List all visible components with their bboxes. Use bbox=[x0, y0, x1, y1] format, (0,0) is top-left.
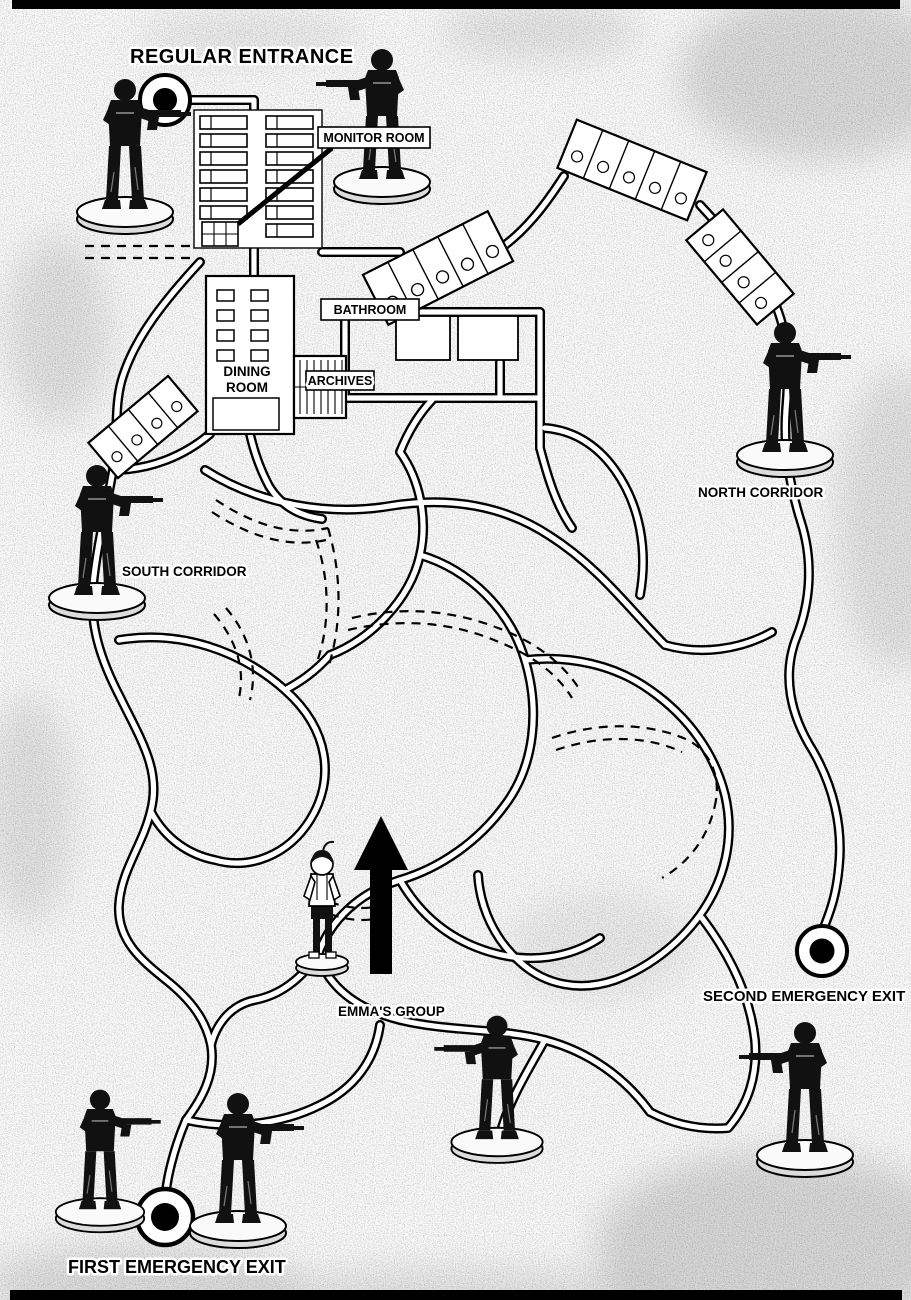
south-corridor-label: SOUTH CORRIDOR bbox=[122, 564, 247, 579]
dining-room bbox=[204, 274, 296, 436]
dining-room-label: DINING ROOM bbox=[221, 362, 273, 398]
south-dorm-block bbox=[86, 374, 200, 480]
svg-text:BATHROOM: BATHROOM bbox=[334, 303, 407, 317]
north-dorm-block-1 bbox=[555, 118, 709, 222]
page-border-top bbox=[12, 0, 900, 9]
north-dorm-block-2 bbox=[684, 207, 796, 327]
page-border-bottom bbox=[10, 1290, 902, 1300]
svg-text:ARCHIVES: ARCHIVES bbox=[308, 374, 373, 388]
svg-text:ROOM: ROOM bbox=[226, 380, 268, 395]
second-emergency-exit-marker bbox=[795, 924, 849, 978]
monitor-room-pointer-line bbox=[236, 146, 334, 226]
regular-entrance-label: REGULAR ENTRANCE bbox=[130, 46, 354, 68]
north-corridor-label: NORTH CORRIDOR bbox=[698, 485, 823, 500]
second-emergency-exit-label: SECOND EMERGENCY EXIT bbox=[703, 988, 905, 1005]
first-emergency-exit-label: FIRST EMERGENCY EXIT bbox=[68, 1257, 286, 1277]
central-rooms bbox=[395, 315, 519, 361]
emmas-group-label: EMMA'S GROUP bbox=[338, 1004, 445, 1019]
dashed-passages bbox=[85, 244, 718, 922]
monitor-room-label: MONITOR ROOM bbox=[317, 126, 431, 149]
bathroom-label: BATHROOM bbox=[320, 298, 420, 321]
first-emergency-exit-marker bbox=[134, 1186, 196, 1248]
bathroom-room bbox=[361, 209, 515, 327]
dorm-monitor-room-block bbox=[193, 109, 323, 249]
svg-text:DINING: DINING bbox=[223, 364, 270, 379]
archives-label: ARCHIVES bbox=[305, 370, 375, 391]
up-direction-arrow bbox=[354, 816, 408, 974]
svg-text:MONITOR ROOM: MONITOR ROOM bbox=[323, 131, 424, 145]
